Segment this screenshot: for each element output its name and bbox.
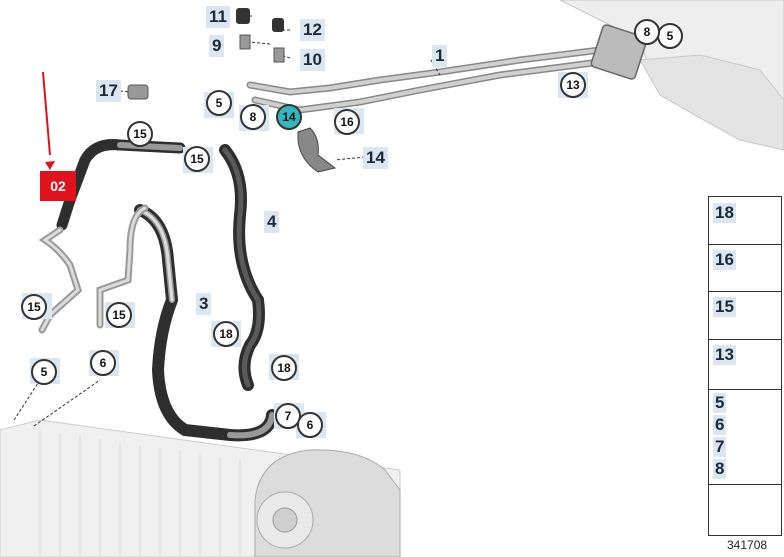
part-label-14: 14 (363, 147, 388, 169)
callout-15-upper-center: 15 (184, 146, 210, 172)
callout-5-center: 5 (206, 90, 232, 116)
part-label-9: 9 (209, 35, 225, 57)
part-label-3: 3 (196, 293, 212, 315)
diagram-badge: 02 (40, 171, 76, 201)
legend-row-orings: 5 6 7 8 (709, 389, 781, 485)
legend-label-18: 18 (713, 203, 736, 223)
cap-12 (272, 18, 284, 32)
hose-3 (134, 204, 278, 442)
callout-15-lower-left: 15 (21, 294, 47, 320)
callout-13: 13 (560, 72, 586, 98)
hardware-legend: 18 16 15 13 5 6 7 8 (708, 196, 782, 536)
legend-row-13: 13 (709, 339, 781, 390)
part-label-17: 17 (96, 80, 121, 102)
callout-14-highlighted: 14 (276, 104, 302, 130)
callout-5-top-right: 5 (657, 23, 683, 49)
callout-5-lower-left: 5 (31, 359, 57, 385)
valve-9 (239, 34, 251, 50)
part-label-1: 1 (432, 45, 448, 67)
legend-row-16: 16 (709, 244, 781, 292)
legend-label-16: 16 (713, 250, 736, 270)
callout-6-lower-right: 6 (297, 412, 323, 438)
valve-10 (273, 47, 285, 63)
legend-row-15: 15 (709, 291, 781, 340)
legend-label-8: 8 (713, 459, 727, 479)
legend-label-6: 6 (713, 415, 727, 435)
callout-6-lower-left: 6 (90, 350, 116, 376)
callout-18-upper: 18 (213, 321, 239, 347)
hose-2 (38, 139, 186, 334)
hvac-housing-lower (639, 54, 784, 151)
hose-4 (219, 144, 265, 391)
callout-15-upper-left: 15 (127, 121, 153, 147)
legend-label-7: 7 (713, 437, 727, 457)
callout-18-lower: 18 (271, 355, 297, 381)
legend-label-13: 13 (713, 345, 736, 365)
part-label-12: 12 (300, 19, 325, 41)
part-label-11: 11 (206, 6, 230, 28)
legend-label-15: 15 (713, 297, 736, 317)
cap-11 (236, 8, 250, 24)
radiator-fins (39, 430, 241, 557)
callout-8-center: 8 (240, 104, 266, 130)
document-number: 341708 (727, 538, 768, 552)
callout-16: 16 (334, 109, 360, 135)
part-label-4: 4 (264, 211, 280, 233)
legend-row-18: 18 (709, 197, 781, 245)
part-label-10: 10 (300, 49, 325, 71)
callout-15-lower-center: 15 (106, 302, 132, 328)
callout-8-top-right: 8 (634, 19, 660, 45)
legend-label-5: 5 (713, 393, 727, 413)
pipe-block-fitting (590, 24, 648, 80)
sensor-17 (127, 84, 149, 100)
bracket-14 (297, 127, 337, 173)
red-arrow (42, 71, 55, 170)
